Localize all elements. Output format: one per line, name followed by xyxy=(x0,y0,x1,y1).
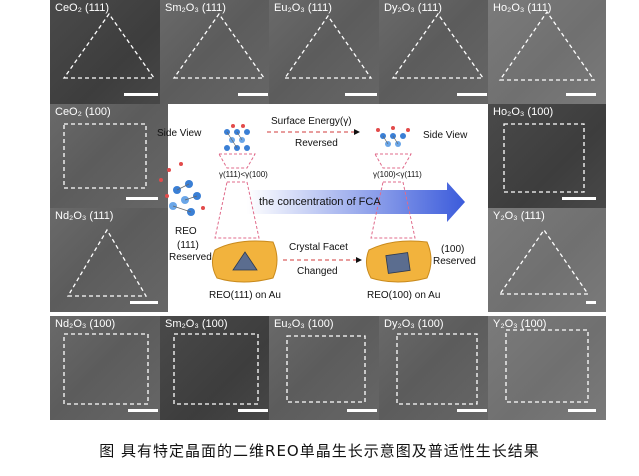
tile-label: CeO₂ (100) xyxy=(55,106,111,118)
tile-y2o3-100: Y₂O₃ (100) xyxy=(488,316,606,420)
tile-label: Y₂O₃ (111) xyxy=(493,210,545,222)
square-outline xyxy=(503,123,585,193)
reserved-100-index: (100) xyxy=(441,244,465,255)
tile-dy2o3-100: Dy₂O₃ (100) xyxy=(379,316,497,420)
surface-energy-label: Surface Energy(γ) xyxy=(271,116,352,127)
scale-bar xyxy=(457,409,487,412)
tile-label: Y₂O₃ (100) xyxy=(493,318,547,330)
growth-schematic: Side View Side View Surface Energy(γ) Re… xyxy=(147,110,487,310)
tile-nd2o3-100: Nd₂O₃ (100) xyxy=(50,316,168,420)
tile-ceo2-111: CeO₂ (111) xyxy=(50,0,168,104)
square-outline xyxy=(286,335,366,403)
reo111-au-label: REO(111) on Au xyxy=(209,290,281,301)
tile-label: Dy₂O₃ (100) xyxy=(384,318,444,330)
triangle-outline xyxy=(283,14,373,79)
tile-label: Eu₂O₃ (111) xyxy=(274,2,332,14)
triangle-outline xyxy=(66,228,148,297)
left-triangle-crystal xyxy=(232,251,258,271)
scale-bar xyxy=(238,409,268,412)
tile-label: Sm₂O₃ (100) xyxy=(165,318,228,330)
side-view-right-label: Side View xyxy=(423,130,468,141)
square-outline xyxy=(173,333,259,405)
scale-bar xyxy=(457,93,487,96)
square-outline xyxy=(63,123,147,189)
scale-bar xyxy=(124,93,158,96)
triangle-outline xyxy=(172,12,266,79)
triangle-outline xyxy=(62,12,156,79)
scale-bar xyxy=(345,93,377,96)
tile-ho2o3-111: Ho₂O₃ (111) xyxy=(488,0,606,104)
gamma-left-label: γ(111)<γ(100) xyxy=(219,170,268,179)
tile-label: Dy₂O₃ (111) xyxy=(384,2,442,14)
scale-bar xyxy=(126,197,158,200)
right-funnel xyxy=(374,153,412,169)
tile-ceo2-100: CeO₂ (100) xyxy=(50,104,168,208)
reo-cluster xyxy=(159,162,205,216)
fca-label: the concentration of FCA xyxy=(259,196,381,208)
scale-bar xyxy=(238,93,268,96)
changed-label: Changed xyxy=(297,266,338,277)
figure-caption: 图 具有特定晶面的二维REO单晶生长示意图及普适性生长结果 xyxy=(99,442,540,460)
tile-ho2o3-100: Ho₂O₃ (100) xyxy=(488,104,606,208)
tile-label: Ho₂O₃ (111) xyxy=(493,2,552,14)
scale-bar xyxy=(347,409,377,412)
gamma-right-label: γ(100)<γ(111) xyxy=(373,170,422,179)
scale-bar xyxy=(566,93,596,96)
scale-bar xyxy=(562,197,596,200)
tile-label: Nd₂O₃ (100) xyxy=(55,318,116,330)
crystal-facet-label: Crystal Facet xyxy=(289,242,348,253)
tile-eu2o3-111: Eu₂O₃ (111) xyxy=(269,0,387,104)
tile-label: Nd₂O₃ (111) xyxy=(55,210,114,222)
left-crystal-sideview xyxy=(224,124,250,151)
reo-label: REO xyxy=(175,226,197,237)
triangle-outline xyxy=(498,10,596,81)
triangle-outline xyxy=(498,228,590,295)
scale-bar xyxy=(128,409,158,412)
reserved-111-index: (111) xyxy=(177,240,199,251)
triangle-outline xyxy=(391,12,485,79)
schematic-graphics xyxy=(159,124,465,283)
tile-eu2o3-100: Eu₂O₃ (100) xyxy=(269,316,387,420)
square-outline xyxy=(505,329,589,403)
right-funnel-lower xyxy=(370,181,416,239)
tile-label: Ho₂O₃ (100) xyxy=(493,106,554,118)
tile-y2o3-111: Y₂O₃ (111) xyxy=(488,208,606,312)
scale-bar xyxy=(568,409,596,412)
tile-label: CeO₂ (111) xyxy=(55,2,109,14)
reversed-label: Reversed xyxy=(295,138,338,149)
square-outline xyxy=(63,333,149,405)
right-crystal-sideview xyxy=(376,126,410,147)
reserved-100-label: Reserved xyxy=(433,256,476,267)
tile-sm2o3-111: Sm₂O₃ (111) xyxy=(160,0,278,104)
reo100-au-label: REO(100) on Au xyxy=(367,290,441,301)
square-outline xyxy=(396,333,478,405)
tile-nd2o3-111: Nd₂O₃ (111) xyxy=(50,208,168,312)
scale-bar xyxy=(586,301,596,304)
reserved-111-label: Reserved xyxy=(169,252,212,263)
tile-sm2o3-100: Sm₂O₃ (100) xyxy=(160,316,278,420)
right-square-crystal xyxy=(385,252,411,274)
fca-arrow xyxy=(247,182,465,222)
left-funnel-lower xyxy=(214,181,260,239)
side-view-left-label: Side View xyxy=(157,128,202,139)
tile-label: Eu₂O₃ (100) xyxy=(274,318,334,330)
left-funnel xyxy=(218,153,256,169)
tile-dy2o3-111: Dy₂O₃ (111) xyxy=(379,0,497,104)
scale-bar xyxy=(130,301,158,304)
tile-label: Sm₂O₃ (111) xyxy=(165,2,226,14)
